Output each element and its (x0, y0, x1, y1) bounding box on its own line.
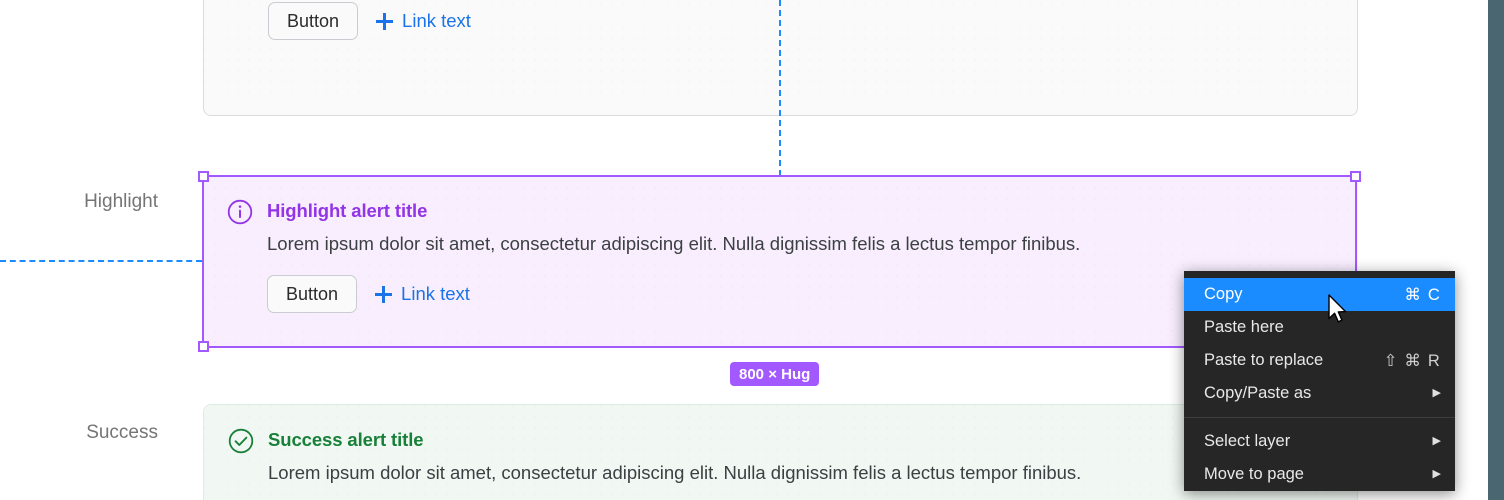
alert-title: Highlight alert title (267, 200, 428, 221)
row-label-success: Success (86, 422, 158, 443)
submenu-arrow-icon: ▶ (1432, 435, 1441, 447)
window-edge-strip (1488, 0, 1504, 500)
info-circle-icon (227, 199, 253, 225)
alert-button[interactable]: Button (267, 275, 358, 313)
alert-title: Success alert title (268, 429, 424, 450)
alert-card-highlight[interactable]: Highlight alert title Lorem ipsum dolor … (203, 176, 1358, 348)
guide-vertical (779, 0, 781, 176)
menu-item-label: Paste here (1204, 318, 1284, 336)
size-badge: 800 × Hug (730, 362, 820, 386)
alert-link-label: Link text (401, 283, 470, 304)
menu-item-label: Select layer (1204, 432, 1291, 450)
menu-item-label: Paste to replace (1204, 351, 1324, 369)
menu-separator (1184, 417, 1455, 418)
row-label-highlight: Highlight (84, 191, 158, 212)
alert-link-label: Link text (402, 10, 471, 31)
menu-item-copy-paste-as[interactable]: Copy/Paste as ▶ (1184, 377, 1455, 410)
alert-actions: Button Link text (268, 2, 1357, 40)
menu-item-label: Move to page (1204, 465, 1304, 483)
menu-item-label: Copy (1204, 285, 1243, 303)
plus-icon (375, 285, 393, 303)
alert-link[interactable]: Link text (375, 283, 470, 305)
plus-icon (376, 12, 394, 30)
alert-description: Lorem ipsum dolor sit amet, consectetur … (268, 462, 1082, 483)
alert-button[interactable]: Button (268, 2, 359, 40)
menu-item-shortcut: ⌘ C (1404, 285, 1441, 304)
submenu-arrow-icon: ▶ (1432, 468, 1441, 480)
submenu-arrow-icon: ▶ (1432, 387, 1441, 399)
menu-item-shortcut: ⇧ ⌘ R (1383, 351, 1441, 370)
guide-horizontal (0, 260, 202, 262)
menu-item-paste-to-replace[interactable]: Paste to replace ⇧ ⌘ R (1184, 344, 1455, 377)
context-menu[interactable]: Copy ⌘ C Paste here Paste to replace ⇧ ⌘… (1184, 271, 1455, 491)
menu-item-label: Copy/Paste as (1204, 384, 1312, 402)
alert-description: Lorem ipsum dolor sit amet, consectetur … (267, 233, 1081, 254)
alert-link[interactable]: Link text (376, 10, 471, 32)
menu-item-select-layer[interactable]: Select layer ▶ (1184, 425, 1455, 458)
menu-item-move-to-page[interactable]: Move to page ▶ (1184, 458, 1455, 491)
check-circle-icon (228, 428, 254, 454)
alert-actions: Button Link text (267, 275, 1358, 313)
menu-item-copy[interactable]: Copy ⌘ C (1184, 278, 1455, 311)
alert-card-success[interactable]: Success alert title Lorem ipsum dolor si… (203, 404, 1358, 500)
menu-item-paste-here[interactable]: Paste here (1184, 311, 1455, 344)
